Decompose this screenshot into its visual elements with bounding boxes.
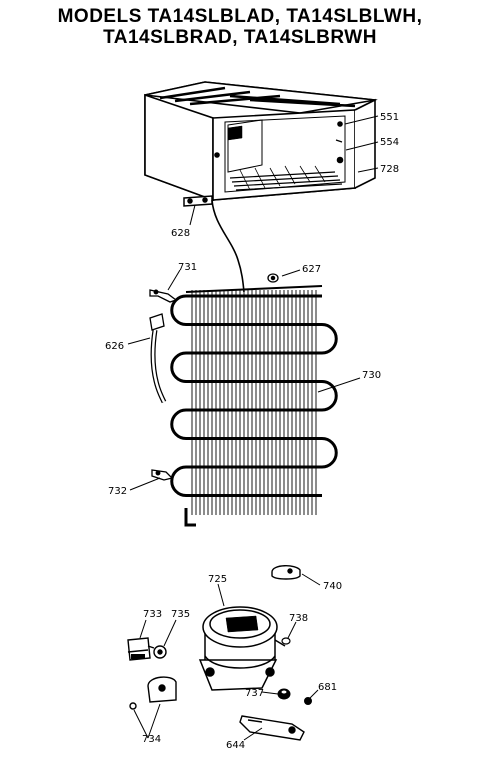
condenser-coil xyxy=(170,285,338,527)
base-bracket xyxy=(239,715,305,741)
relay xyxy=(127,637,151,661)
grommet-compressor xyxy=(281,637,291,645)
callout-626: 626 xyxy=(105,341,124,352)
leader-lines xyxy=(127,115,379,741)
callout-728: 728 xyxy=(380,164,399,175)
drain-tube-clip xyxy=(183,195,213,207)
callout-737: 737 xyxy=(245,688,264,699)
callout-725: 725 xyxy=(208,574,227,585)
compressor-clip xyxy=(271,565,301,580)
callout-738: 738 xyxy=(289,613,308,624)
callout-731: 731 xyxy=(178,262,197,273)
callout-740: 740 xyxy=(323,581,342,592)
callout-735: 735 xyxy=(171,609,190,620)
callout-732: 732 xyxy=(108,486,127,497)
cabinet-liner xyxy=(144,81,378,202)
callout-734: 734 xyxy=(142,734,161,745)
callout-labels: 551 554 728 628 731 627 626 730 732 725 … xyxy=(105,112,399,751)
diagram-title-line1: MODELS TA14SLBLAD, TA14SLBLWH, xyxy=(57,6,423,27)
overload xyxy=(147,645,167,659)
callout-551: 551 xyxy=(380,112,399,123)
callout-730: 730 xyxy=(362,370,381,381)
callout-733: 733 xyxy=(143,609,162,620)
screw xyxy=(304,697,312,705)
callout-628: 628 xyxy=(171,228,190,239)
callout-681: 681 xyxy=(318,682,337,693)
drain-line xyxy=(211,199,245,293)
compressor xyxy=(198,606,286,691)
callout-627: 627 xyxy=(302,264,321,275)
grommet xyxy=(267,273,279,283)
drain-tube xyxy=(149,313,167,404)
mounting-nut xyxy=(277,688,291,700)
condenser-clip-top xyxy=(149,289,178,303)
terminal-cover xyxy=(129,676,177,710)
callout-554: 554 xyxy=(380,137,399,148)
condenser-clip-bottom xyxy=(151,469,174,481)
diagram-title-line2: TA14SLBRAD, TA14SLBRWH xyxy=(103,27,377,48)
callout-644: 644 xyxy=(226,740,245,751)
